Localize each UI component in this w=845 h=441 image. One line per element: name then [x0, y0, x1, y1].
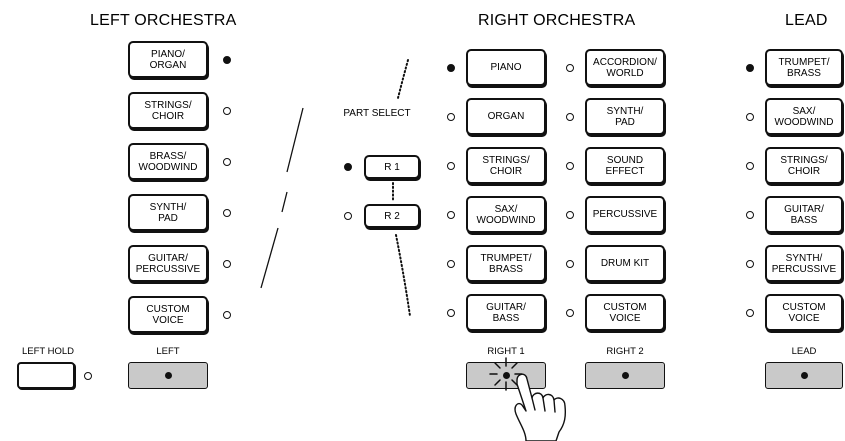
separator-line-2	[282, 192, 287, 212]
separator-line-3	[261, 228, 278, 288]
hand-pressing-icon	[515, 374, 565, 441]
separator-line-1	[287, 108, 303, 172]
dotted-bracket-lower	[396, 235, 410, 316]
dotted-bracket-upper	[398, 60, 408, 98]
